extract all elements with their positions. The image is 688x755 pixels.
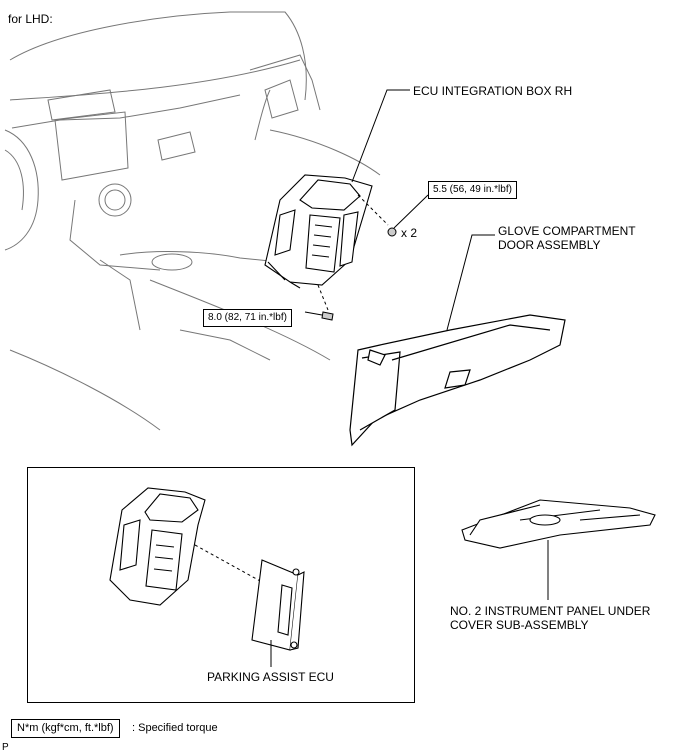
variant-label: for LHD: [8,12,53,26]
glove-compartment-label-line1: GLOVE COMPARTMENT [498,224,636,238]
nut-torque-label: 5.5 (56, 49 in.*lbf) [428,181,517,199]
dashboard-outline [9,11,307,101]
ecu-integration-box [264,174,373,289]
inset-frame [27,467,415,703]
glove-latch [444,369,471,389]
glove-compartment-label-line2: DOOR ASSEMBLY [498,238,601,252]
torque-legend-box: N*m (kgf*cm, ft.*lbf) [11,719,120,738]
nut-icon [387,227,397,237]
inset-ecu-box [109,487,206,606]
vent-right [264,79,299,119]
footer-mark: P [2,742,9,753]
bolt-torque-label: 8.0 (82, 71 in.*lbf) [203,309,292,327]
steering-wheel [4,129,39,251]
torque-legend-description: : Specified torque [132,722,218,734]
center-display [54,111,129,181]
under-cover-label-line1: NO. 2 INSTRUMENT PANEL UNDER [450,604,651,618]
nut-quantity-label: x 2 [401,226,418,240]
parking-assist-ecu-body [251,559,305,651]
parking-assist-ecu-label: PARKING ASSIST ECU [207,670,334,684]
under-cover-label-line2: COVER SUB-ASSEMBLY [450,618,589,632]
glove-compartment [349,314,566,447]
ecu-integration-box-label: ECU INTEGRATION BOX RH [413,84,573,98]
under-cover-assembly [461,499,656,549]
center-knob [98,183,132,217]
bolt-icon [321,311,334,321]
